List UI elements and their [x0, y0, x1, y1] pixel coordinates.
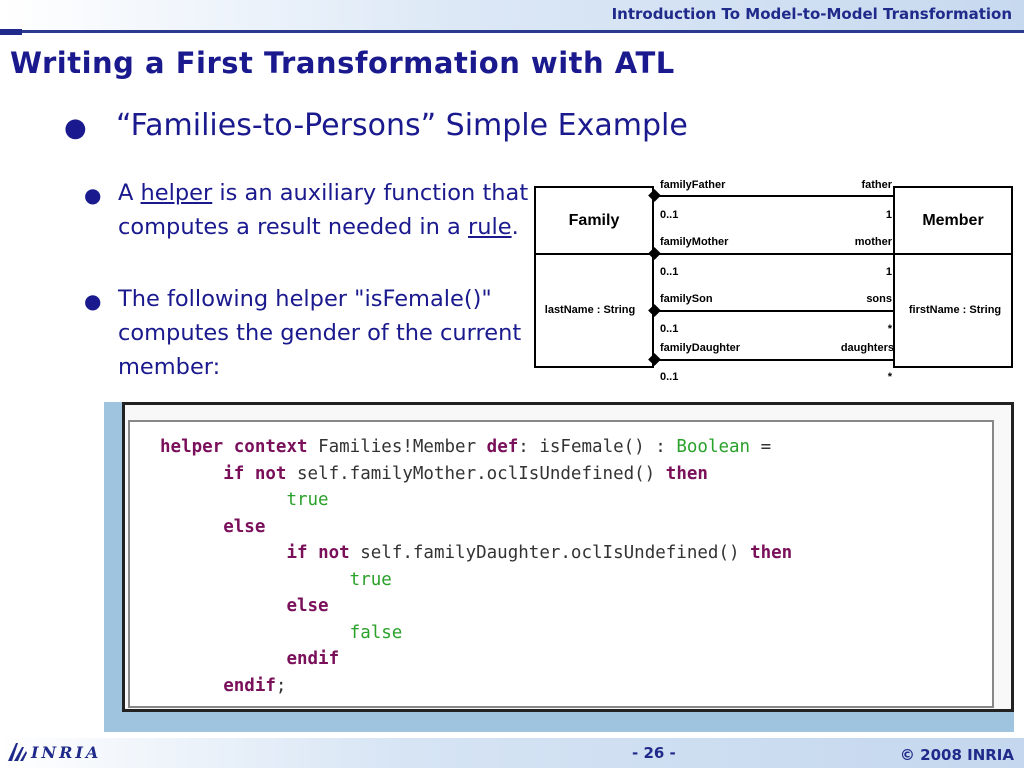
slide-title: Writing a First Transformation with ATL: [10, 46, 675, 80]
code-text: self.familyDaughter.oclIsUndefined(): [360, 543, 740, 563]
rule-link[interactable]: rule: [468, 214, 512, 240]
bullet-dot-icon: ●: [84, 289, 102, 313]
inria-logo-icon: [8, 743, 27, 761]
code-keyword: else: [286, 596, 329, 616]
role-right: mother: [854, 236, 892, 248]
code-keyword: def: [486, 437, 519, 457]
member-class-name: Member: [922, 212, 984, 229]
mult-left: 0..1: [660, 323, 679, 335]
page-number: - 26 -: [632, 744, 676, 762]
text-middle: is an auxiliary function that computes a…: [118, 180, 529, 240]
code-keyword: if: [223, 463, 245, 484]
role-right: father: [861, 179, 892, 191]
inria-logo: INRIA: [6, 738, 106, 766]
code-value: true: [349, 569, 392, 590]
mult-right: *: [887, 323, 892, 335]
role-left: familySon: [660, 293, 713, 305]
bullet-dot-icon: ●: [64, 113, 87, 143]
mult-right: 1: [885, 209, 892, 221]
code-listing: helper context Families!Member def: isFe…: [160, 434, 792, 699]
sub-bullet-text: A helper is an auxiliary function that c…: [118, 176, 538, 244]
family-class-name: Family: [568, 212, 620, 229]
assoc-line: [654, 310, 893, 312]
code-text: ;: [275, 675, 287, 696]
class-divider: [536, 253, 652, 255]
family-class-attr: lastName : String: [544, 304, 636, 316]
mult-left: 0..1: [660, 371, 679, 383]
assoc-line: [654, 359, 893, 361]
code-text: : isFemale() :: [518, 437, 666, 457]
code-text: =: [760, 437, 772, 457]
code-keyword: then: [750, 543, 793, 563]
copyright: © 2008 INRIA: [899, 746, 1014, 764]
role-right: sons: [866, 293, 892, 305]
code-text: self.familyMother.oclIsUndefined(): [297, 463, 656, 484]
mult-right: 1: [885, 266, 892, 278]
code-text: Families!Member: [318, 437, 477, 457]
member-class-box: Member firstName : String: [893, 186, 1013, 368]
member-class-attr: firstName : String: [908, 304, 1002, 316]
code-keyword: endif: [286, 649, 340, 669]
code-keyword: not: [254, 463, 287, 484]
header-bar: Introduction To Model-to-Model Transform…: [0, 0, 1024, 30]
code-keyword: helper: [160, 437, 224, 457]
footer-bar: [0, 738, 1024, 768]
code-keyword: then: [665, 463, 708, 484]
role-left: familyMother: [660, 236, 729, 248]
assoc-line: [654, 253, 893, 255]
header-divider: [0, 30, 1024, 33]
code-value: false: [349, 622, 403, 643]
code-keyword: not: [318, 543, 350, 563]
code-value: true: [286, 490, 329, 510]
helper-link[interactable]: helper: [140, 180, 213, 206]
mult-right: *: [887, 371, 892, 383]
mult-left: 0..1: [660, 266, 679, 278]
role-right: daughters: [840, 342, 894, 354]
code-type: Boolean: [676, 437, 751, 457]
main-bullet-text: “Families-to-Persons” Simple Example: [116, 108, 688, 143]
assoc-line: [654, 195, 893, 197]
mult-left: 0..1: [660, 209, 679, 221]
text-prefix: A: [118, 180, 141, 206]
code-box: [128, 420, 994, 708]
text-suffix: .: [511, 214, 519, 240]
code-keyword: if: [286, 543, 308, 563]
class-divider: [895, 253, 1011, 255]
family-class-box: Family lastName : String: [534, 186, 654, 368]
role-left: familyDaughter: [660, 342, 741, 354]
header-title: Introduction To Model-to-Model Transform…: [611, 5, 1012, 23]
code-keyword: else: [223, 516, 266, 537]
uml-diagram: Family lastName : String Member firstNam…: [534, 178, 1014, 388]
code-keyword: endif: [223, 675, 276, 696]
inria-logo-text: INRIA: [31, 742, 102, 762]
bullet-dot-icon: ●: [84, 183, 102, 207]
role-left: familyFather: [660, 179, 726, 191]
corner-mark: [0, 29, 22, 35]
code-keyword: context: [233, 437, 308, 457]
sub-bullet-text: The following helper "isFemale()" comput…: [118, 286, 522, 380]
